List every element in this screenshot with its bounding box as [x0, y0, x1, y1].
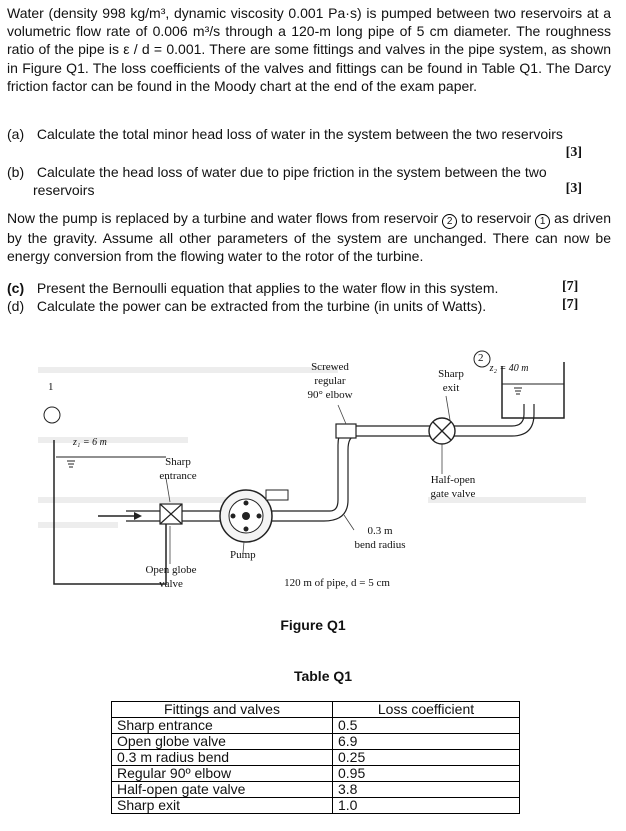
label-globe-2: valve	[159, 578, 183, 590]
table-row: Sharp entrance 0.5	[111, 717, 520, 734]
table-caption: Table Q1	[293, 668, 353, 684]
figure-q1-diagram	[38, 340, 586, 602]
table-row: Sharp exit 1.0	[111, 797, 520, 814]
reservoir-2	[501, 362, 565, 419]
loss-coefficient-table: Fittings and valves Loss coefficient Sha…	[111, 701, 520, 814]
table-cell-coefficient: 6.9	[332, 733, 520, 750]
question-c-text: Present the Bernoulli equation that appl…	[36, 280, 499, 296]
table-header-fittings: Fittings and valves	[111, 701, 333, 718]
table-cell-coefficient: 0.5	[332, 717, 520, 734]
label-bend-1: 0.3 m	[367, 525, 393, 537]
label-z1: z₁ = 6 m	[73, 437, 107, 448]
question-c: (c) Present the Bernoulli equation that …	[7, 279, 611, 297]
question-b-label: (b)	[7, 164, 25, 180]
label-bend-radius: 0.3 m bend radius	[345, 524, 415, 552]
label-pipe: 120 m of pipe, d = 5 cm	[284, 577, 390, 589]
figure-caption: Figure Q1	[280, 617, 346, 633]
label-half-open-1: Half-open	[430, 474, 476, 486]
table-cell-coefficient: 1.0	[332, 797, 520, 814]
label-sharp-exit-2: exit	[442, 382, 460, 394]
reservoir-1-circle: 1	[535, 214, 551, 229]
question-a-text: Calculate the total minor head loss of w…	[36, 126, 563, 142]
table-cell-fitting: Half-open gate valve	[111, 781, 333, 798]
pump-icon	[219, 489, 289, 543]
turbine-text-3: as driven by the gravity. Assume all oth…	[7, 210, 612, 265]
label-regular: regular	[314, 375, 346, 387]
table-cell-fitting: Open globe valve	[111, 733, 333, 750]
label-sharp-entrance-1: Sharp	[165, 456, 191, 468]
label-sharp-exit: Sharp exit	[426, 367, 476, 395]
elbow-fitting	[335, 423, 357, 439]
table-cell-fitting: Regular 90º elbow	[111, 765, 333, 782]
label-half-open-valve: Half-open gate valve	[418, 473, 488, 501]
reservoir-2-circle: 2	[442, 214, 458, 229]
turbine-text-2: to reservoir	[461, 210, 532, 226]
label-half-open-2: gate valve	[430, 488, 476, 500]
question-b-text-2: reservoirs	[33, 182, 95, 198]
label-bend-2: bend radius	[354, 539, 406, 551]
question-a-mark: [3]	[565, 145, 582, 160]
label-sharp-exit-1: Sharp	[438, 368, 464, 380]
table-cell-fitting: 0.3 m radius bend	[111, 749, 333, 766]
figure-background-noise	[38, 367, 586, 528]
label-screwed: Screwed	[311, 361, 349, 373]
table-header-loss: Loss coefficient	[332, 701, 520, 718]
label-globe-1: Open globe	[145, 564, 197, 576]
label-sharp-entrance: Sharp entrance	[148, 455, 208, 483]
table-cell-fitting: Sharp entrance	[111, 717, 333, 734]
reservoir-1-number: 1	[48, 381, 54, 393]
question-d: (d) Calculate the power can be extracted…	[7, 297, 611, 315]
table-cell-coefficient: 0.95	[332, 765, 520, 782]
question-c-label: (c)	[7, 280, 25, 296]
label-sharp-entrance-2: entrance	[159, 470, 197, 482]
table-row: 0.3 m radius bend 0.25	[111, 749, 520, 766]
question-d-label: (d)	[7, 298, 25, 314]
question-a-label: (a)	[7, 126, 25, 142]
table-row: Half-open gate valve 3.8	[111, 781, 520, 798]
gate-valve-icon	[428, 417, 456, 445]
turbine-text-1: Now the pump is replaced by a turbine an…	[7, 210, 439, 226]
label-z2: z₂ = 40 m	[489, 363, 529, 374]
question-b-text-1: Calculate the head loss of water due to …	[36, 164, 547, 180]
water-level-marker-1	[67, 460, 75, 468]
leader-lines	[165, 395, 451, 564]
question-b-mark: [3]	[565, 181, 582, 196]
reservoir-1-marker	[43, 406, 61, 424]
turbine-paragraph: Now the pump is replaced by a turbine an…	[7, 209, 611, 265]
reservoir-1	[53, 440, 167, 585]
reservoir-2-marker	[473, 350, 491, 368]
table-header-row: Fittings and valves Loss coefficient	[111, 701, 520, 718]
globe-valve-icon	[159, 503, 183, 525]
table-cell-coefficient: 3.8	[332, 781, 520, 798]
question-a: (a) Calculate the total minor head loss …	[7, 125, 611, 143]
reservoir-2-number: 2	[478, 352, 484, 364]
table-row: Open globe valve 6.9	[111, 733, 520, 750]
water-level-marker-2	[514, 387, 522, 395]
label-screwed-elbow: Screwed regular 90° elbow	[290, 360, 370, 402]
question-d-text: Calculate the power can be extracted fro…	[36, 298, 487, 314]
question-c-mark: [7]	[562, 279, 579, 294]
table-cell-coefficient: 0.25	[332, 749, 520, 766]
question-b: (b) Calculate the head loss of water due…	[7, 163, 611, 181]
label-pump: Pump	[230, 549, 256, 561]
table-cell-fitting: Sharp exit	[111, 797, 333, 814]
label-elbow: 90° elbow	[307, 389, 353, 401]
question-d-mark: [7]	[562, 297, 579, 312]
intro-paragraph: Water (density 998 kg/m³, dynamic viscos…	[7, 5, 611, 94]
table-row: Regular 90º elbow 0.95	[111, 765, 520, 782]
flow-arrow	[98, 512, 142, 520]
label-globe-valve: Open globe valve	[136, 563, 206, 591]
